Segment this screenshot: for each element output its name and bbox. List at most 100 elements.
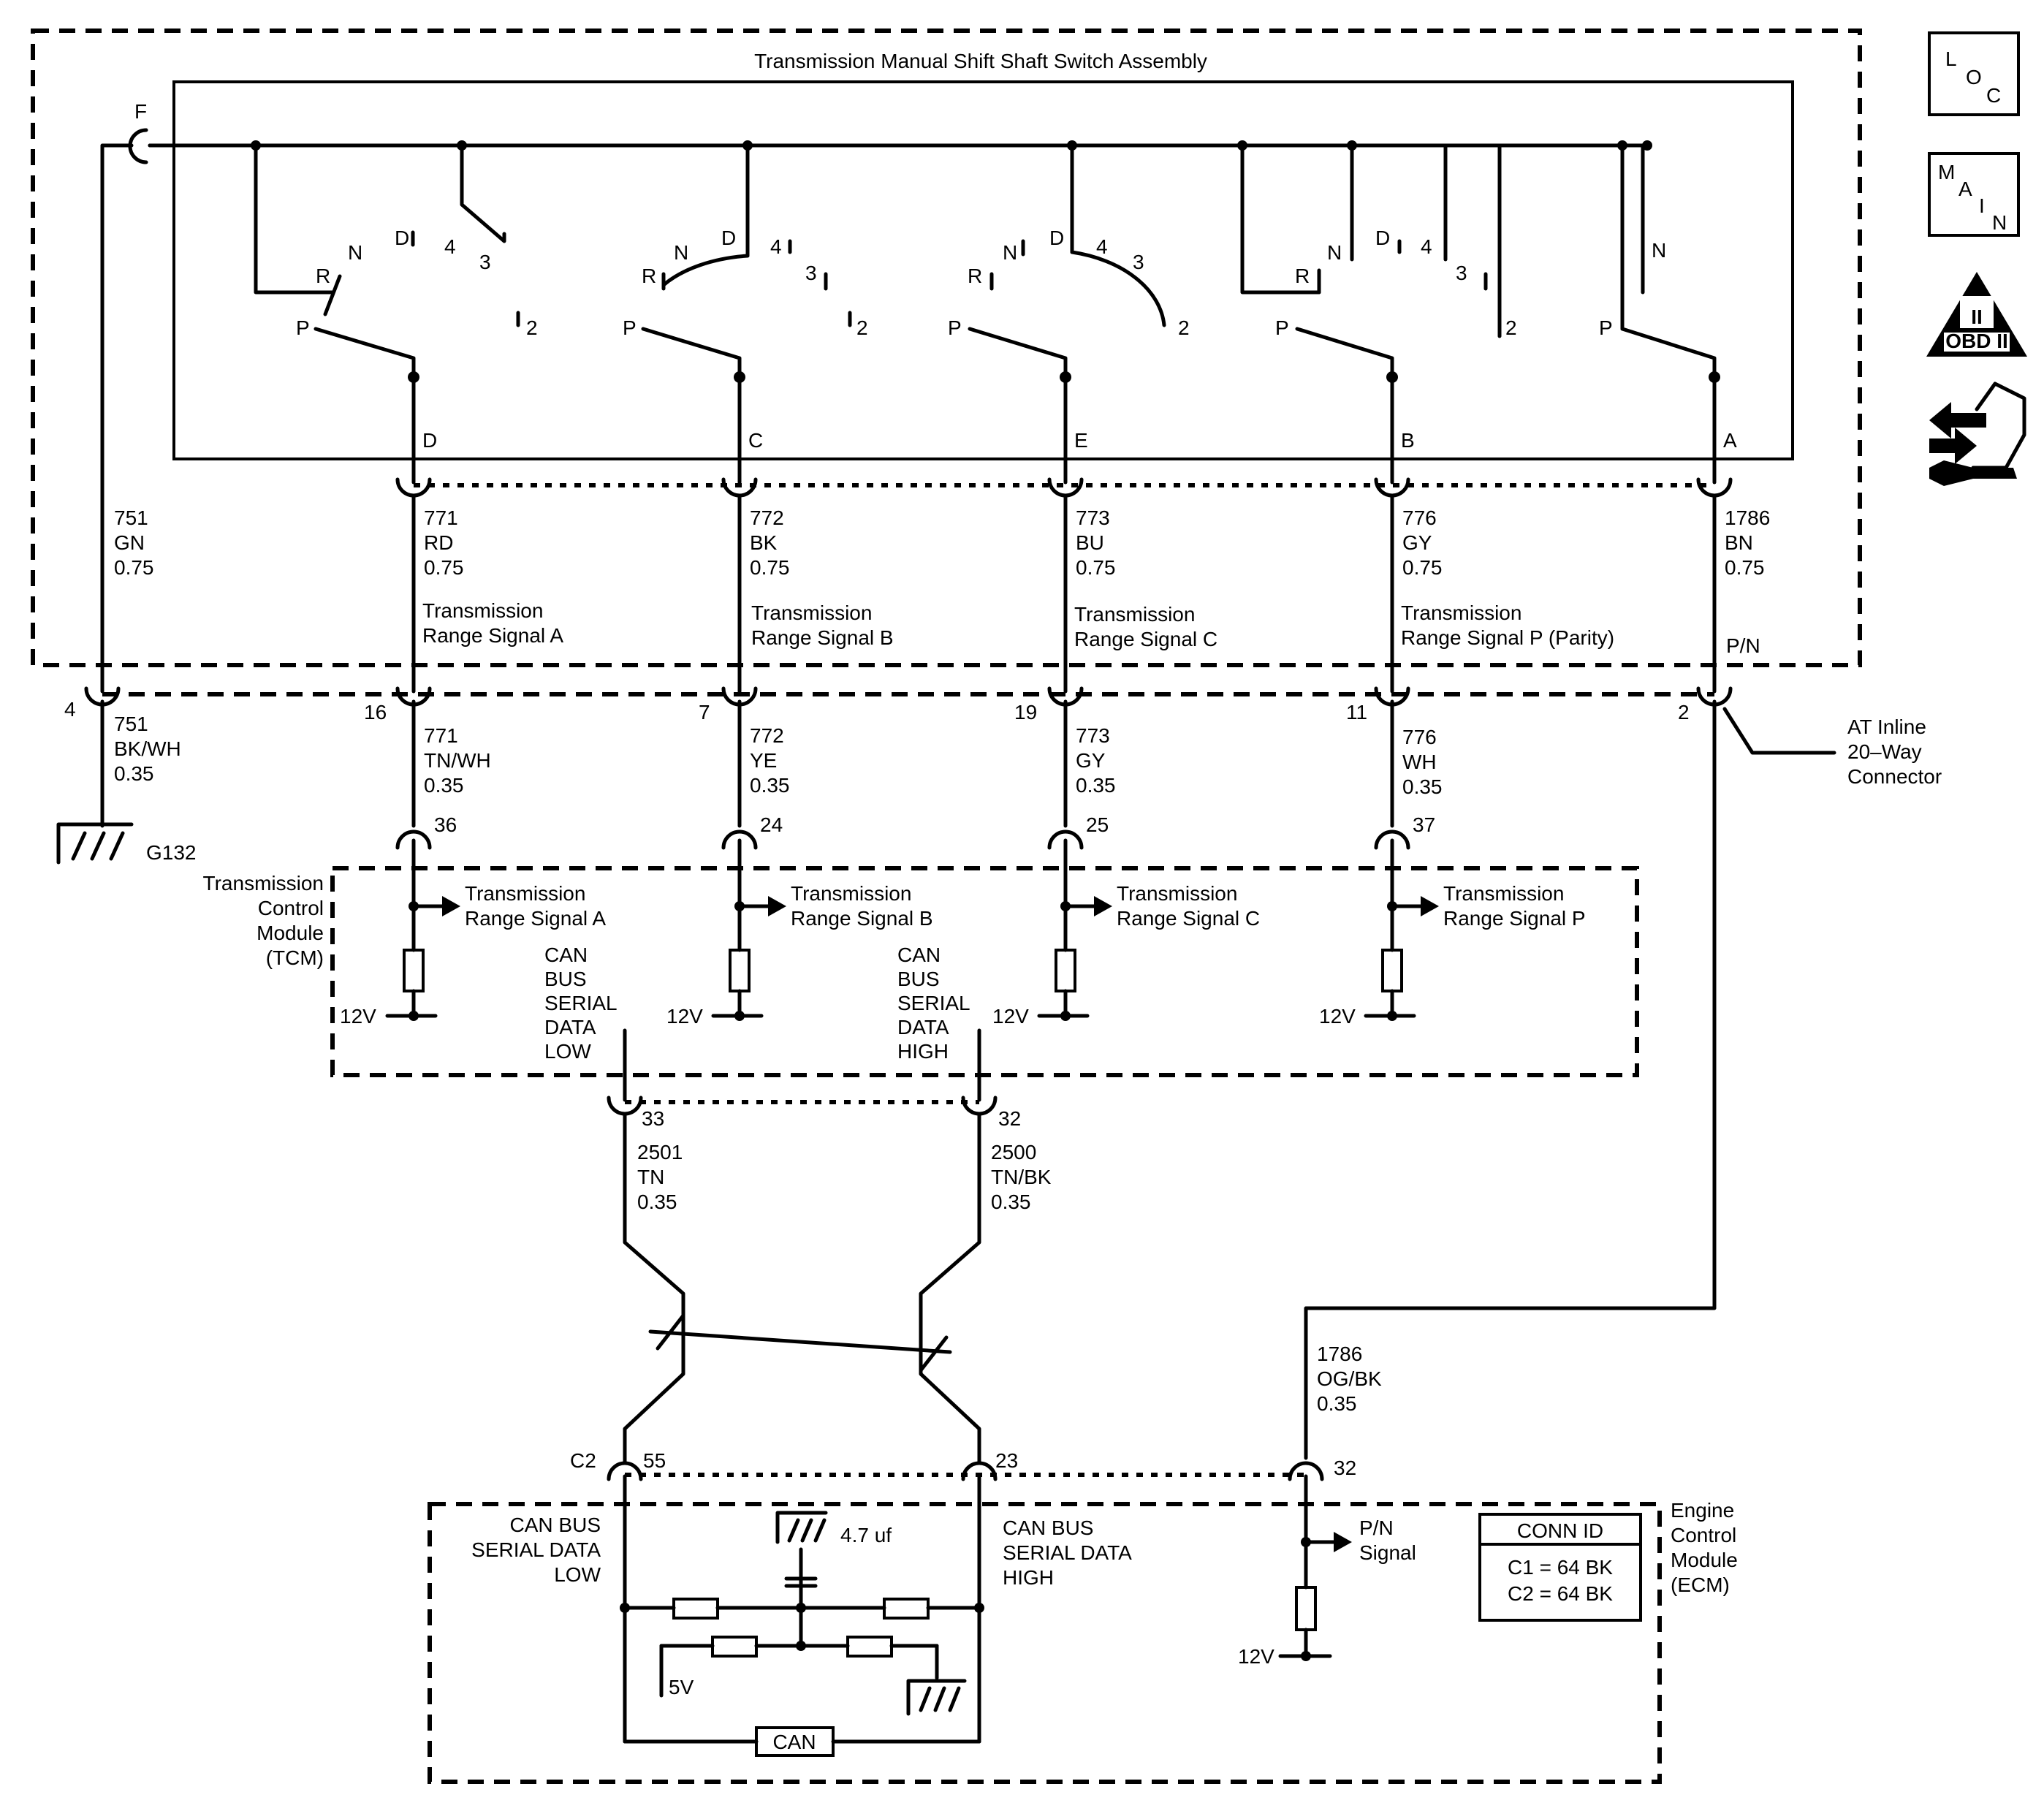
svg-text:SERIAL: SERIAL xyxy=(544,992,618,1014)
svg-text:Transmission: Transmission xyxy=(465,882,585,905)
svg-text:GY: GY xyxy=(1402,531,1432,554)
svg-text:R: R xyxy=(316,265,330,287)
svg-text:TN/WH: TN/WH xyxy=(424,749,491,772)
svg-text:P: P xyxy=(296,316,310,339)
svg-text:II: II xyxy=(1971,305,1983,328)
loc-icon[interactable]: L O C xyxy=(1928,31,2020,116)
svg-text:19: 19 xyxy=(1014,701,1037,724)
switch-output-pins: D C E B A xyxy=(422,429,1737,452)
svg-text:Range Signal B: Range Signal B xyxy=(791,907,933,930)
svg-text:P/N: P/N xyxy=(1726,634,1760,657)
svg-text:RD: RD xyxy=(424,531,453,554)
svg-text:2: 2 xyxy=(856,316,868,339)
svg-text:Transmission: Transmission xyxy=(751,601,872,624)
pin-B: B xyxy=(1401,429,1415,452)
upper-connector-row xyxy=(395,457,1733,498)
switch-contact-B: P R N D 4 3 2 xyxy=(1240,143,1517,461)
svg-text:4: 4 xyxy=(64,698,76,721)
svg-text:BUS: BUS xyxy=(897,968,940,990)
svg-text:12V: 12V xyxy=(340,1005,376,1028)
ground-g132: G132 xyxy=(56,787,197,865)
circuit-771-lower: 771 TN/WH 0.35 xyxy=(424,724,491,797)
svg-text:751: 751 xyxy=(114,713,148,735)
svg-text:4: 4 xyxy=(1096,235,1108,258)
svg-text:L: L xyxy=(1945,48,1957,70)
svg-text:HIGH: HIGH xyxy=(1003,1566,1054,1589)
svg-text:CAN BUS: CAN BUS xyxy=(510,1514,601,1536)
svg-text:A: A xyxy=(1958,178,1972,200)
svg-text:N: N xyxy=(348,241,362,264)
svg-text:1786: 1786 xyxy=(1725,506,1770,529)
feed-connector-F: F xyxy=(100,100,169,689)
svg-text:Signal: Signal xyxy=(1359,1541,1416,1564)
svg-text:SERIAL: SERIAL xyxy=(897,992,970,1014)
svg-text:0.75: 0.75 xyxy=(750,556,790,579)
svg-text:2: 2 xyxy=(1505,316,1517,339)
svg-text:2500: 2500 xyxy=(991,1141,1036,1163)
tcm-label: Transmission Control Module (TCM) xyxy=(203,872,324,969)
can-box-label: CAN xyxy=(772,1731,816,1753)
ecm-label: Engine Control Module (ECM) xyxy=(1671,1499,1738,1596)
svg-text:M: M xyxy=(1938,161,1955,183)
svg-text:2: 2 xyxy=(1178,316,1190,339)
svg-text:0.35: 0.35 xyxy=(750,774,790,797)
svg-text:3: 3 xyxy=(805,262,817,284)
switch-contact-D: P R N D 4 3 2 xyxy=(254,143,538,461)
svg-text:2501: 2501 xyxy=(637,1141,683,1163)
lower-circuit-labels: 751 BK/WH 0.35 771 TN/WH 0.35 772 YE 0.3… xyxy=(114,713,1443,798)
svg-text:2: 2 xyxy=(1678,701,1690,724)
pin-A: A xyxy=(1723,429,1737,452)
svg-text:33: 33 xyxy=(642,1107,664,1130)
svg-text:24: 24 xyxy=(760,813,783,836)
svg-text:0.75: 0.75 xyxy=(1402,556,1443,579)
tcm-boundary xyxy=(330,866,1639,1077)
tcm-channel-C: 12V Transmission Range Signal C xyxy=(992,838,1260,1028)
tcm-channel-P: 12V Transmission Range Signal P xyxy=(1319,838,1586,1028)
svg-text:3: 3 xyxy=(479,251,491,273)
ecm-can-termination: CAN 4.7 uf 5V xyxy=(620,1503,984,1757)
tcm-channel-B: 12V Transmission Range Signal B xyxy=(666,838,933,1028)
svg-text:0.35: 0.35 xyxy=(1317,1392,1357,1415)
svg-text:751: 751 xyxy=(114,506,148,529)
svg-text:23: 23 xyxy=(995,1449,1018,1472)
svg-text:7: 7 xyxy=(699,701,710,724)
ecm-pn-circuit: P/N Signal 12V xyxy=(1238,1503,1416,1668)
svg-text:16: 16 xyxy=(364,701,387,724)
svg-text:32: 32 xyxy=(1334,1457,1356,1479)
diagnostic-connector-icon[interactable] xyxy=(1929,381,2026,486)
svg-text:0.75: 0.75 xyxy=(1725,556,1765,579)
svg-text:12V: 12V xyxy=(666,1005,703,1028)
svg-text:Transmission: Transmission xyxy=(791,882,911,905)
svg-text:OG/BK: OG/BK xyxy=(1317,1367,1382,1390)
svg-text:Range Signal A: Range Signal A xyxy=(422,624,563,647)
switch-contact-A: P N xyxy=(1599,143,1720,461)
svg-text:BN: BN xyxy=(1725,531,1753,554)
svg-text:(ECM): (ECM) xyxy=(1671,1573,1730,1596)
svg-text:771: 771 xyxy=(424,724,458,747)
svg-text:4: 4 xyxy=(444,235,456,258)
svg-text:GY: GY xyxy=(1076,749,1106,772)
pin-E: E xyxy=(1074,429,1088,452)
svg-text:YE: YE xyxy=(750,749,777,772)
ecm-boundary xyxy=(428,1502,1662,1784)
svg-text:R: R xyxy=(1295,265,1310,287)
conn-id-row-1: C1 = 64 BK xyxy=(1508,1556,1613,1579)
svg-text:P: P xyxy=(948,316,962,339)
svg-text:P: P xyxy=(1599,316,1613,339)
svg-text:0.75: 0.75 xyxy=(424,556,464,579)
svg-text:BK/WH: BK/WH xyxy=(114,737,181,760)
svg-text:Range Signal C: Range Signal C xyxy=(1117,907,1260,930)
circuit-773-upper: 773 BU 0.75 Transmission Range Signal C xyxy=(1074,506,1217,650)
svg-text:12V: 12V xyxy=(1238,1645,1274,1668)
upper-wires xyxy=(411,493,1717,671)
svg-text:0.35: 0.35 xyxy=(991,1191,1031,1213)
tcm-can-high-label: CAN BUS SERIAL DATA HIGH xyxy=(897,944,981,1069)
svg-text:TN: TN xyxy=(637,1166,664,1188)
svg-text:36: 36 xyxy=(434,813,457,836)
svg-text:R: R xyxy=(968,265,982,287)
main-icon[interactable]: M A I N xyxy=(1928,152,2020,237)
svg-text:55: 55 xyxy=(643,1449,666,1472)
svg-text:DATA: DATA xyxy=(544,1016,596,1039)
svg-text:0.75: 0.75 xyxy=(1076,556,1116,579)
svg-text:0.35: 0.35 xyxy=(637,1191,677,1213)
